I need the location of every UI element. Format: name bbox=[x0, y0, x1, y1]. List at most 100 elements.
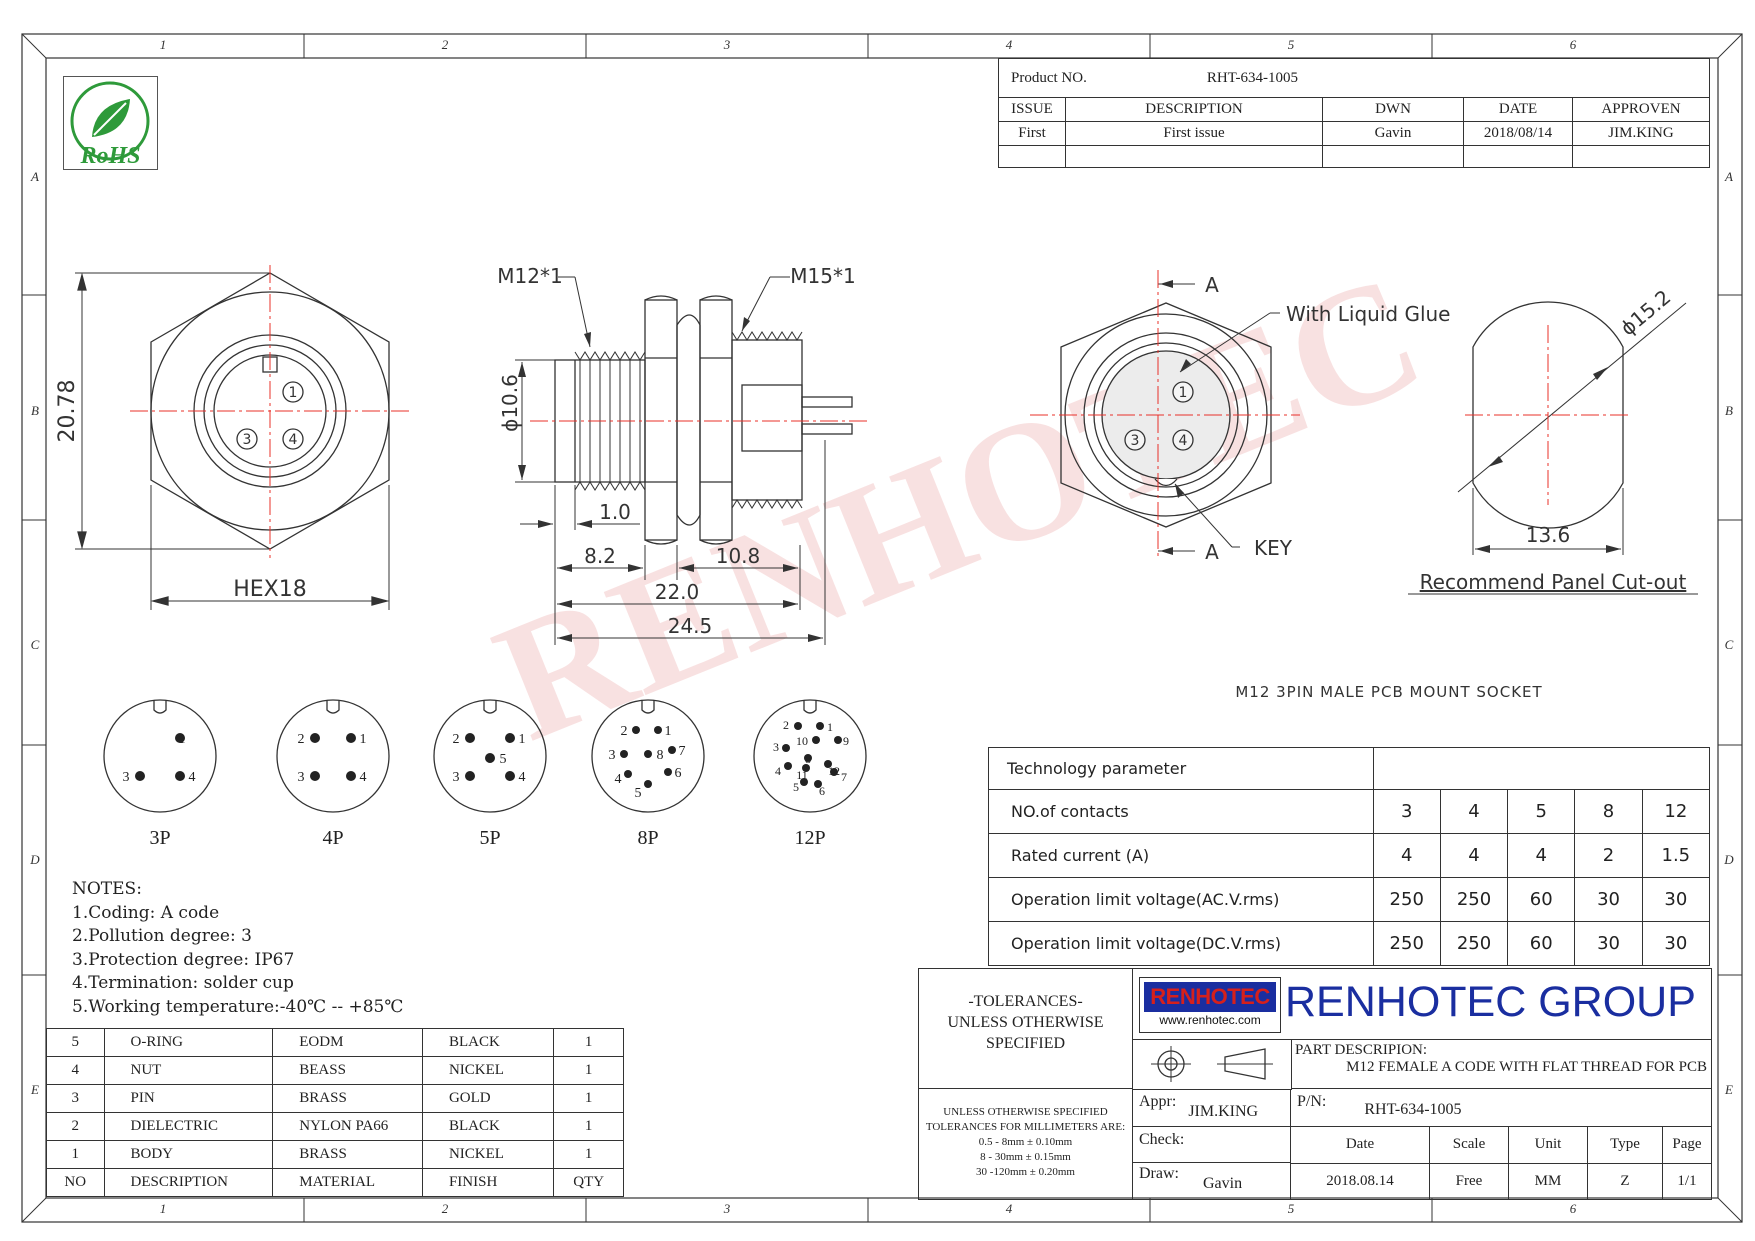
pin-dot bbox=[668, 746, 676, 754]
pin-layout-label: 12P bbox=[794, 827, 825, 849]
pin-number: 6 bbox=[819, 784, 825, 798]
pin-number: 9 bbox=[843, 734, 849, 748]
row-label: A bbox=[31, 169, 39, 184]
pin-number: 1 bbox=[360, 732, 367, 747]
pin-number: 4 bbox=[189, 770, 196, 785]
pin-number: 5 bbox=[500, 752, 507, 767]
approved-box: Appr: JIM.KING bbox=[1133, 1089, 1291, 1127]
part-description-box: PART DESCRIPION: M12 FEMALE A CODE WITH … bbox=[1291, 1039, 1711, 1089]
part-number-box: P/N: RHT-634-1005 bbox=[1291, 1089, 1711, 1127]
product-info-table: Product NO.RHT-634-1005 ISSUE DESCRIPTIO… bbox=[998, 58, 1710, 168]
m15-thread-label: M15*1 bbox=[790, 264, 855, 288]
row-label: E bbox=[1725, 1082, 1733, 1097]
pin-number: 7 bbox=[841, 770, 847, 784]
column-label: 1 bbox=[159, 37, 167, 52]
column-label: 2 bbox=[441, 37, 449, 52]
pin-dot bbox=[505, 733, 515, 743]
cutout-caption: Recommend Panel Cut-out bbox=[1420, 570, 1687, 594]
liquid-glue-label: With Liquid Glue bbox=[1286, 302, 1450, 326]
pin-number: 5 bbox=[635, 786, 642, 801]
pin-dot bbox=[804, 754, 812, 762]
outer-frame bbox=[21, 33, 1743, 1223]
svg-text:4: 4 bbox=[289, 432, 298, 448]
projection-symbol bbox=[1133, 1039, 1292, 1090]
pin-number: 10 bbox=[796, 734, 808, 748]
column-label: 4 bbox=[1005, 37, 1013, 52]
height-dimension: 20.78 bbox=[55, 380, 80, 443]
cutout-width: 13.6 bbox=[1526, 523, 1571, 547]
pin-dot bbox=[465, 771, 475, 781]
row-label: B bbox=[31, 403, 39, 418]
column-label: 1 bbox=[159, 1201, 167, 1216]
column-label: 3 bbox=[723, 1201, 731, 1216]
pin-dot bbox=[824, 760, 832, 768]
footer-title-block: -TOLERANCES- UNLESS OTHERWISE SPECIFIED … bbox=[918, 968, 1712, 1200]
row-label: A bbox=[1725, 169, 1733, 184]
column-label: 4 bbox=[1005, 1201, 1013, 1216]
rear-view bbox=[1060, 280, 1280, 555]
pin-dot bbox=[644, 750, 652, 758]
pin-number: 4 bbox=[615, 772, 622, 787]
pin-number: 3 bbox=[123, 770, 130, 785]
svg-text:3: 3 bbox=[1131, 433, 1140, 449]
pin-dot bbox=[834, 736, 842, 744]
pin-number: 8 bbox=[657, 748, 664, 763]
product-title: M12 3PIN MALE PCB MOUNT SOCKET bbox=[1235, 683, 1542, 701]
inner-frame bbox=[45, 57, 1719, 1199]
diameter-label: ϕ10.6 bbox=[498, 374, 522, 432]
third-angle-projection-icon bbox=[1151, 1046, 1273, 1082]
notes: NOTES: 1.Coding: A code 2.Pollution degr… bbox=[72, 879, 404, 1017]
pin-layout-circles bbox=[103, 699, 867, 813]
pin-number: 3 bbox=[453, 770, 460, 785]
pin-dot bbox=[505, 771, 515, 781]
pin-dot bbox=[794, 722, 802, 730]
brand-row: RENHOTEC www.renhotec.com RENHOTEC GROUP bbox=[1133, 969, 1711, 1040]
pin-dot bbox=[485, 753, 495, 763]
pin-dots: 1343P21344P215345P213874658P210931841112… bbox=[123, 718, 850, 849]
pin-dot bbox=[816, 722, 824, 730]
svg-text:10.8: 10.8 bbox=[716, 544, 761, 568]
column-label: 5 bbox=[1287, 37, 1295, 52]
pin-dot bbox=[346, 733, 356, 743]
pin-number: 7 bbox=[679, 744, 686, 759]
pin-layout-label: 5P bbox=[479, 827, 500, 849]
pin-dot bbox=[800, 778, 808, 786]
row-label: C bbox=[30, 637, 40, 652]
row-label: C bbox=[1724, 637, 1734, 652]
svg-text:1.0: 1.0 bbox=[599, 500, 631, 524]
pin-number: 11 bbox=[796, 768, 808, 782]
rohs-logo: RoHS bbox=[63, 76, 158, 170]
row-label: E bbox=[31, 1082, 39, 1097]
pin-number: 4 bbox=[519, 770, 526, 785]
row-label: D bbox=[1724, 852, 1734, 867]
svg-text:3: 3 bbox=[243, 432, 252, 448]
pin-number: 3 bbox=[773, 740, 779, 754]
svg-text:22.0: 22.0 bbox=[655, 580, 700, 604]
pin-dot bbox=[465, 733, 475, 743]
pin-number: 4 bbox=[775, 764, 781, 778]
side-view bbox=[515, 276, 853, 645]
panel-cutout bbox=[1457, 301, 1687, 555]
pin-number: 2 bbox=[783, 718, 789, 732]
pin-dot bbox=[784, 762, 792, 770]
pin-dot bbox=[175, 771, 185, 781]
pin-number: 1 bbox=[827, 720, 833, 734]
pin-number: 4 bbox=[360, 770, 367, 785]
pin-dot bbox=[664, 768, 672, 776]
pin-number: 5 bbox=[793, 780, 799, 794]
pin-dot bbox=[632, 726, 640, 734]
pin-number: 2 bbox=[453, 732, 460, 747]
column-ticks bbox=[22, 34, 1742, 1222]
pin-number: 1 bbox=[179, 732, 186, 747]
tolerance-box: -TOLERANCES- UNLESS OTHERWISE SPECIFIED bbox=[919, 969, 1133, 1089]
pin-dot bbox=[814, 780, 822, 788]
